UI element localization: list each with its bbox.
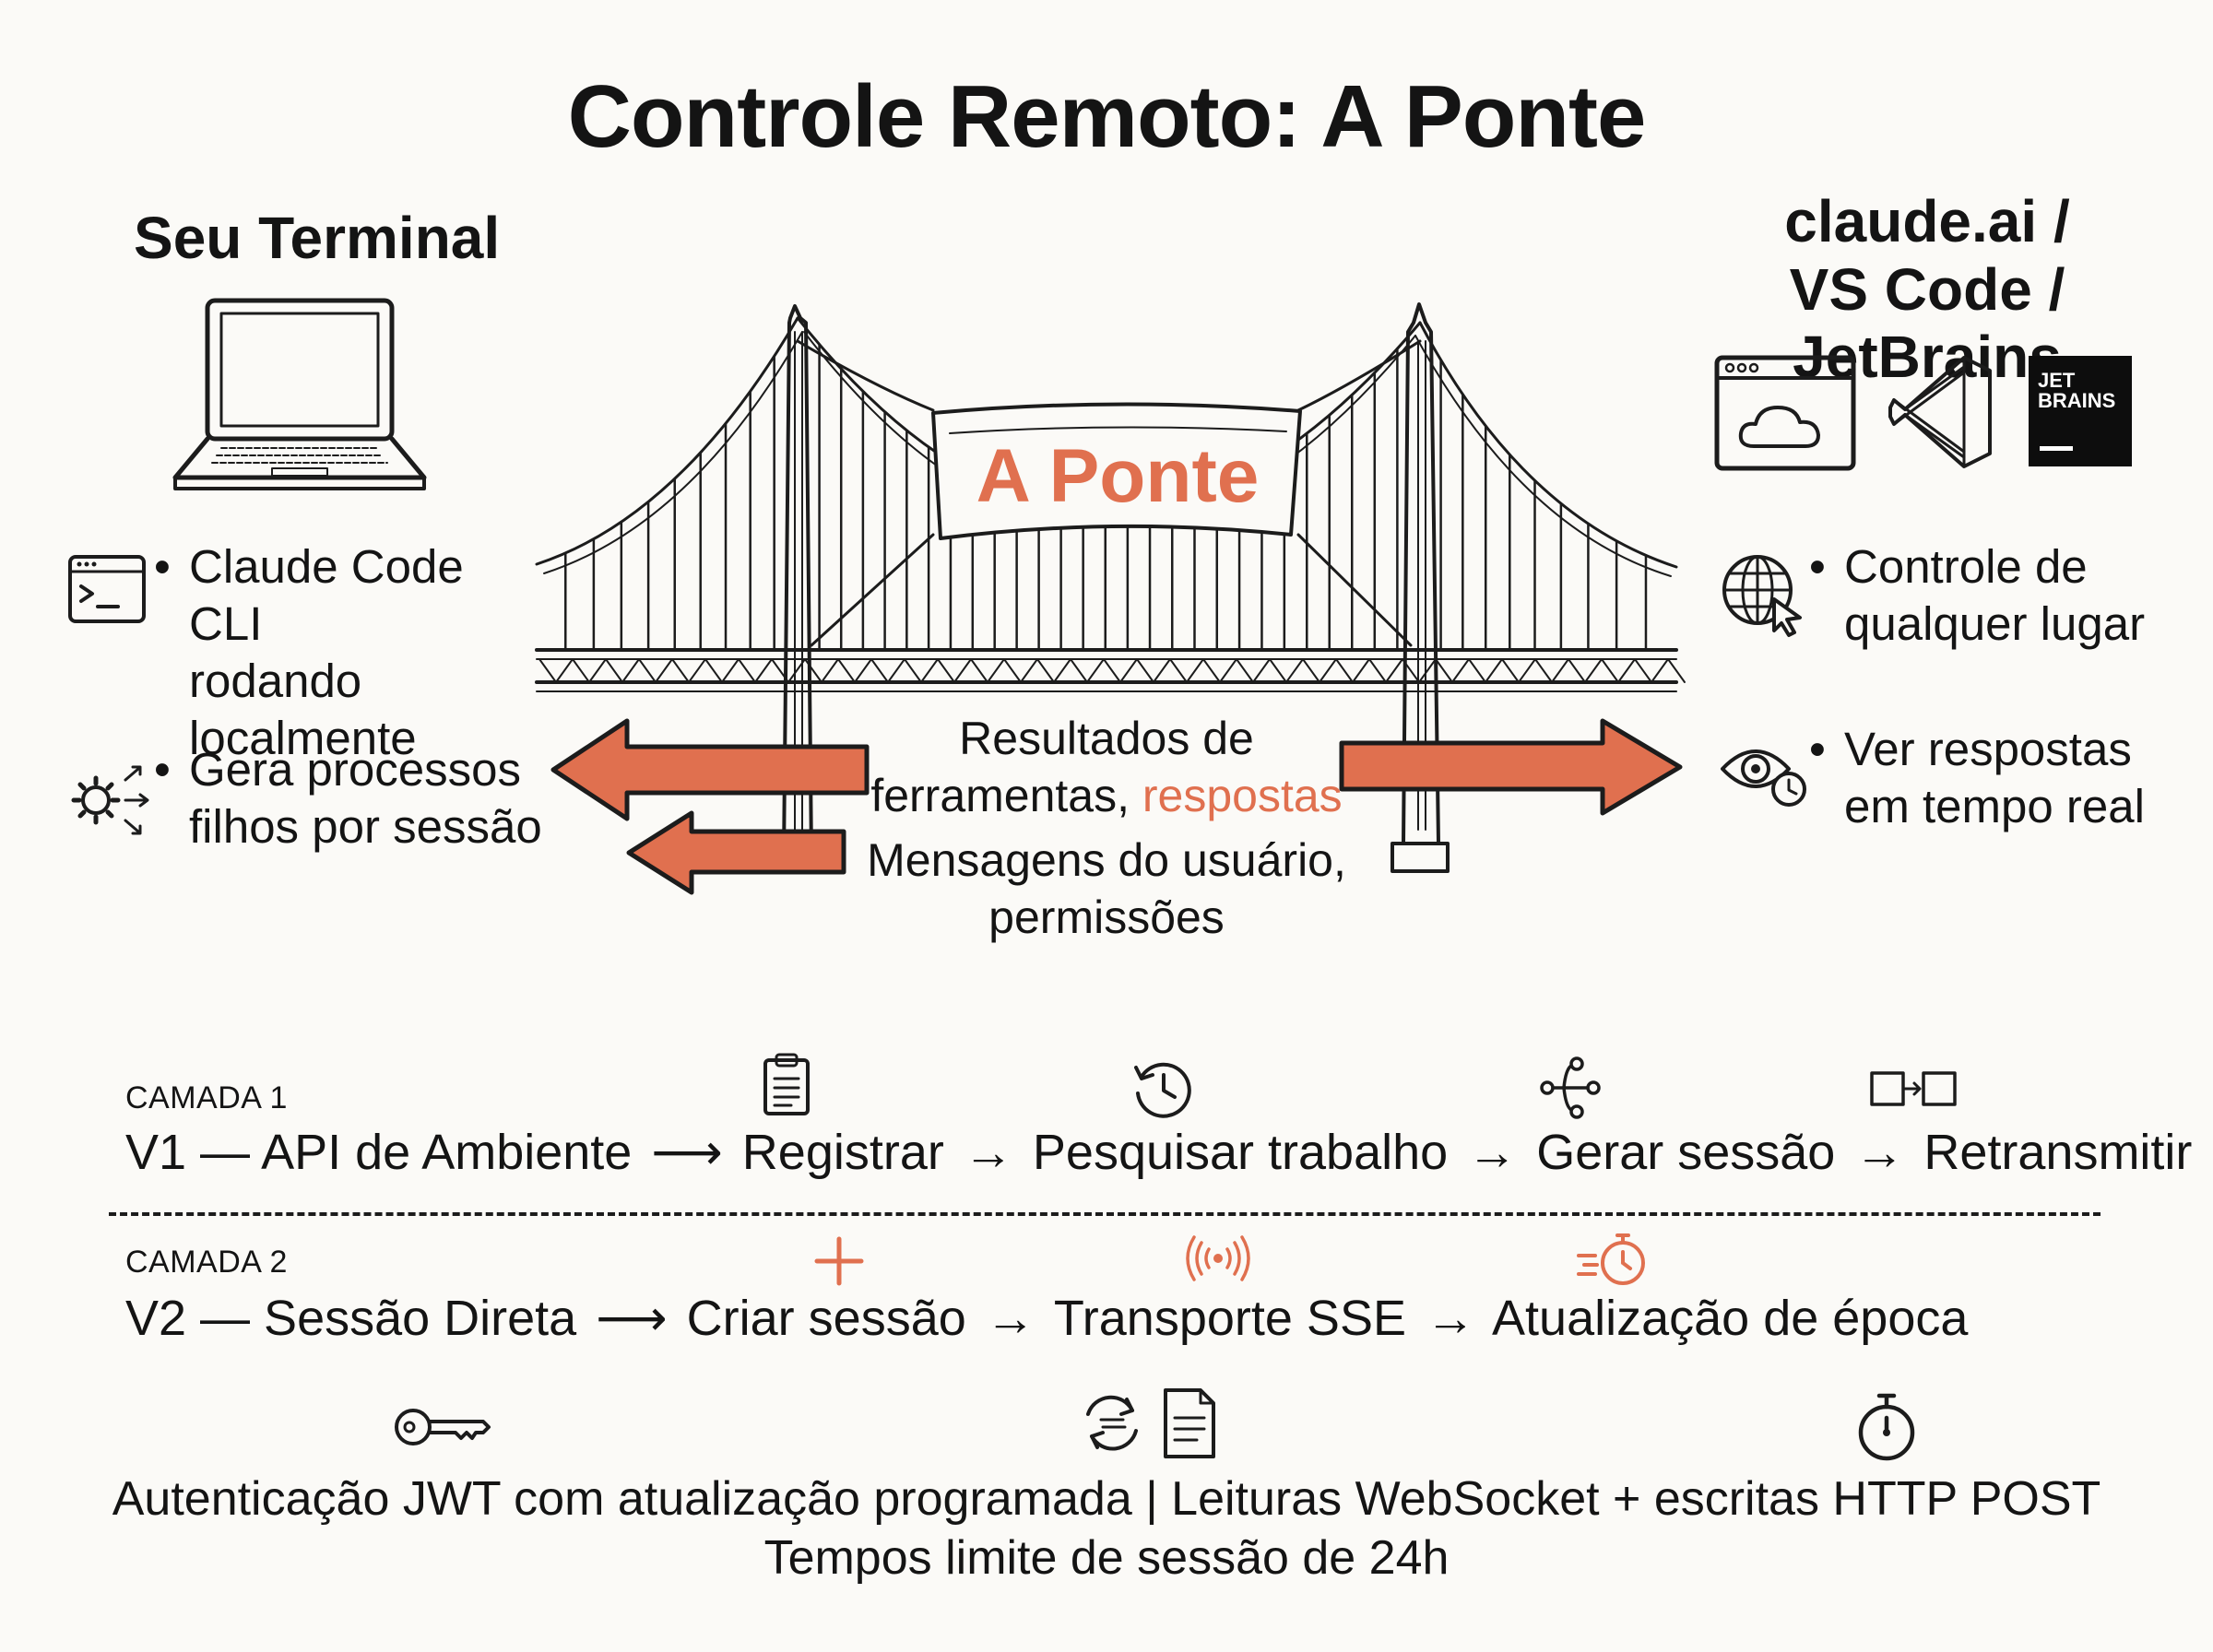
right-bullet-2: • Ver respostas em tempo real [1809, 723, 2145, 832]
stopwatch-icon [1858, 1393, 1915, 1461]
left-bullet-2: • Gera processos filhos por sessão [154, 743, 542, 853]
layer1-tag: CAMADA 1 [125, 1080, 288, 1115]
browser-cloud-icon [1714, 355, 1856, 471]
globe-cursor-icon [1722, 555, 1802, 637]
sync-document-icon [1086, 1388, 1215, 1458]
layer2-step-3: Atualização de época [1492, 1291, 1969, 1346]
layer2-tag: CAMADA 2 [125, 1245, 288, 1280]
layer1-step-1: Registrar [741, 1125, 944, 1180]
key-icon [395, 1409, 491, 1446]
left-heading: Seu Terminal [134, 205, 501, 271]
clipboard-icon [763, 1053, 810, 1115]
left-bullet-1: • Claude Code CLI rodando localmente [154, 540, 464, 764]
gear-branch-icon [71, 765, 149, 835]
footer-tech-summary: Autenticação JWT com atualização program… [112, 1472, 2101, 1526]
layer1-step-0: V1 — API de Ambiente [125, 1125, 633, 1180]
layer2-step-2: Transporte SSE [1053, 1291, 1406, 1346]
branch-nodes-icon [1540, 1056, 1601, 1119]
right-bullet-1: • Controle de qualquer lugar [1809, 540, 2146, 650]
history-clock-icon [1134, 1062, 1191, 1118]
page-title: Controle Remoto: A Ponte [567, 67, 1647, 166]
vscode-icon [1888, 356, 1992, 468]
eye-clock-icon [1721, 749, 1806, 807]
broadcast-icon [1186, 1235, 1250, 1281]
footer-timeout-note: Tempos limite de sessão de 24h [763, 1531, 1450, 1585]
laptop-icon [172, 298, 427, 490]
layer1-step-4: Retransmitir [1923, 1125, 2193, 1180]
jetbrains-icon: JET BRAINS [2029, 356, 2132, 466]
right-heading: claude.ai / VS Code / JetBrains [1784, 188, 2070, 391]
terminal-window-icon [68, 555, 146, 623]
layer-divider [109, 1212, 2101, 1216]
layer2-step-0: V2 — Sessão Direta [125, 1291, 577, 1346]
layer1-step-3: Gerar sessão [1536, 1125, 1836, 1180]
plus-icon [814, 1236, 864, 1286]
layer1-flow: V1 — API de Ambiente ⟶ Registrar → Pesqu… [125, 1125, 2193, 1180]
relay-boxes-icon [1870, 1071, 1957, 1106]
flow-to-client-label: Mensagens do usuário, permissões [867, 834, 1346, 943]
layer2-flow: V2 — Sessão Direta ⟶ Criar sessão → Tran… [125, 1291, 1969, 1346]
layer2-step-1: Criar sessão [686, 1291, 966, 1346]
fast-timer-icon [1577, 1233, 1645, 1285]
bridge-banner: A Ponte [976, 434, 1260, 518]
flow-to-terminal-label: Resultados de ferramentas, respostas [870, 713, 1343, 821]
layer1-step-2: Pesquisar trabalho [1032, 1125, 1449, 1180]
